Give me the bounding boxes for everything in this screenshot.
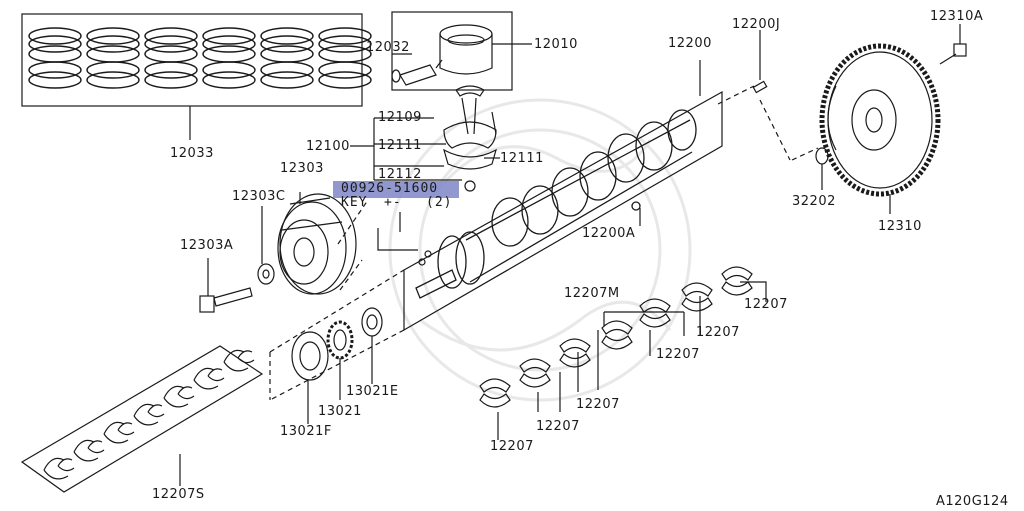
highlighted-part-quantity: (2)	[426, 195, 453, 210]
callout-12200[interactable]: 12200	[668, 36, 712, 51]
piston-rings-icon	[28, 27, 372, 89]
callout-12310[interactable]: 12310	[878, 219, 922, 234]
highlighted-part-row[interactable]	[333, 181, 459, 198]
callout-12207-mid[interactable]: 12207	[576, 397, 620, 412]
pulley-bolt-icon	[199, 287, 253, 313]
callout-12111-lower[interactable]: 12111	[500, 151, 544, 166]
front-oil-seal-icon	[291, 331, 329, 381]
callout-12303c[interactable]: 12303C	[232, 189, 286, 204]
callout-12200a[interactable]: 12200A	[582, 226, 636, 241]
callout-12207-mid-right[interactable]: 12207	[656, 347, 700, 362]
callout-12207s[interactable]: 12207S	[152, 487, 205, 502]
callout-12207-left[interactable]: 12207	[490, 439, 534, 454]
callout-12033[interactable]: 12033	[170, 146, 214, 161]
callout-12100[interactable]: 12100	[306, 139, 350, 154]
crank-sprocket-icon	[326, 320, 354, 360]
callout-12010[interactable]: 12010	[534, 37, 578, 52]
callout-12303[interactable]: 12303	[280, 161, 324, 176]
callout-12112[interactable]: 12112	[378, 167, 422, 182]
pilot-bushing-icon	[815, 147, 829, 165]
callout-12207m[interactable]: 12207M	[564, 286, 620, 301]
connecting-rod-icon	[443, 85, 497, 192]
callout-12207-right[interactable]: 12207	[696, 325, 740, 340]
flywheel-icon	[819, 43, 941, 197]
key-symbol: +-	[384, 195, 402, 210]
callout-12303a[interactable]: 12303A	[180, 238, 234, 253]
crankshaft-icon	[415, 109, 697, 299]
thrust-bearing-box	[20, 345, 264, 493]
main-bearing-set-icon	[479, 266, 753, 408]
front-parts-box	[269, 269, 405, 401]
callout-32202[interactable]: 32202	[792, 194, 836, 209]
sprocket-washer-icon	[361, 307, 383, 337]
highlighted-part-number[interactable]: 00926-51600	[341, 181, 439, 196]
diagram-code: A120G124	[936, 494, 1009, 509]
piston-box	[391, 11, 513, 91]
piston-icon	[391, 24, 493, 86]
callout-12111-upper[interactable]: 12111	[378, 138, 422, 153]
callout-12207-mid-left[interactable]: 12207	[536, 419, 580, 434]
crank-pulley-icon	[277, 193, 357, 295]
flywheel-bolt-icon	[939, 43, 967, 65]
callout-13021e[interactable]: 13021E	[346, 384, 399, 399]
watermark-emblem	[388, 98, 692, 402]
callout-13021[interactable]: 13021	[318, 404, 362, 419]
pulley-washer-icon	[257, 263, 275, 285]
callout-12109[interactable]: 12109	[378, 110, 422, 125]
callout-12207-far-right[interactable]: 12207	[744, 297, 788, 312]
highlighted-part-description: KEY	[341, 195, 368, 210]
callout-12310a[interactable]: 12310A	[930, 9, 984, 24]
callout-12200j[interactable]: 12200J	[732, 17, 781, 32]
thrust-bearing-set-icon	[43, 349, 255, 480]
callout-12032[interactable]: 12032	[366, 40, 410, 55]
dowel-pin-icon	[752, 80, 768, 94]
crankshaft-box	[403, 90, 723, 332]
callout-13021f[interactable]: 13021F	[280, 424, 332, 439]
